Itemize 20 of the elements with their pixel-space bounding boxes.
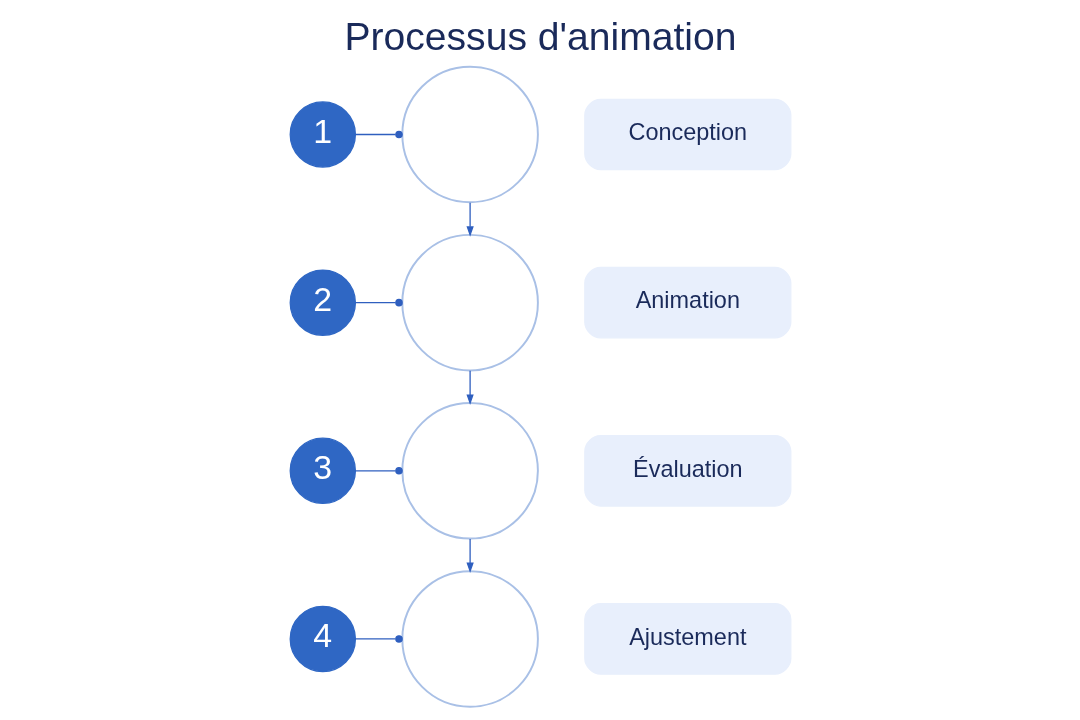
connector (354, 130, 403, 139)
connector (354, 298, 403, 307)
node-circle: 3 (289, 437, 356, 505)
node-circle: 2 (289, 269, 356, 336)
node-box: Évaluation (583, 434, 791, 507)
arrow (465, 538, 474, 574)
arrow (465, 370, 474, 405)
node-circle (400, 402, 539, 540)
node-circle (400, 65, 539, 204)
node-box: Animation (583, 266, 791, 339)
node-box: Conception (583, 98, 791, 171)
node-circle: 1 (289, 101, 356, 168)
node-box: Ajustement (583, 603, 791, 675)
connector (354, 635, 403, 643)
arrow (465, 202, 474, 237)
node-circle (400, 233, 539, 372)
diagram-title: Processus d'animation (343, 14, 737, 58)
node-circle: 4 (289, 605, 356, 673)
node-circle (400, 570, 539, 708)
connector (354, 467, 403, 475)
